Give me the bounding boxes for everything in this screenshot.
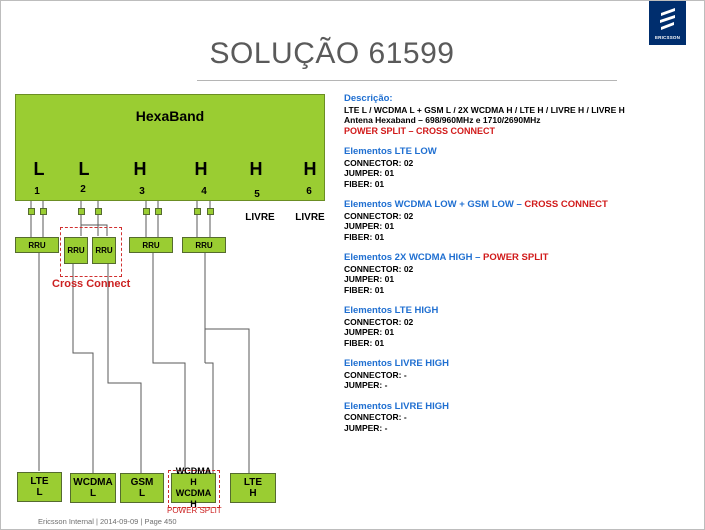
port-1-number: 1 bbox=[34, 186, 40, 197]
connector bbox=[78, 208, 85, 215]
box-line1: WCDMA bbox=[73, 477, 113, 488]
cross-connect-frame bbox=[60, 227, 122, 277]
ericsson-mark-icon bbox=[660, 8, 675, 30]
power-split-label: POWER SPLIT bbox=[167, 506, 222, 515]
rru-lte-high: RRU bbox=[182, 237, 226, 253]
section-line: CONNECTOR: 02 bbox=[344, 263, 414, 274]
port-6-number: 6 bbox=[306, 186, 312, 197]
port-5-number: 5 bbox=[254, 189, 260, 200]
port-2-number: 2 bbox=[80, 184, 86, 195]
rru-wcdma-low: RRU bbox=[64, 237, 88, 264]
port-3-letter: H bbox=[133, 159, 147, 179]
port-5-letter: H bbox=[249, 159, 263, 179]
footer: Ericsson Internal | 2014-09-09 | Page 45… bbox=[38, 517, 177, 526]
port-2-letter: L bbox=[78, 159, 90, 179]
section-line: JUMPER: 01 bbox=[344, 327, 395, 337]
antenna-label: HexaBand bbox=[135, 108, 205, 124]
description-line2: Antena Hexaband – 698/960MHz e 1710/2690… bbox=[344, 115, 541, 125]
section-line: CONNECTOR: - bbox=[344, 412, 407, 422]
connector bbox=[40, 208, 47, 215]
box-line1: GSM bbox=[130, 477, 154, 488]
description-panel: Descrição: LTE L / WCDMA L + GSM L / 2X … bbox=[344, 93, 699, 434]
section-wcdma-gsm-low: Elementos WCDMA LOW + GSM LOW – CROSS CO… bbox=[344, 199, 699, 242]
section-line: FIBER: 01 bbox=[344, 337, 385, 348]
section-title: Elementos LTE HIGH bbox=[344, 305, 439, 316]
box-line2: L bbox=[138, 488, 146, 499]
port-4-letter: H bbox=[194, 159, 208, 179]
description-heading: Descrição: bbox=[344, 93, 393, 104]
section-title: Elementos LIVRE HIGH bbox=[344, 400, 450, 412]
rru-wcdma-high: RRU bbox=[129, 237, 173, 253]
section-line: CONNECTOR: 02 bbox=[344, 157, 414, 168]
section-lte-low: Elementos LTE LOW CONNECTOR: 02 JUMPER: … bbox=[344, 146, 699, 189]
section-line: JUMPER: - bbox=[344, 380, 388, 390]
box-line2: H bbox=[249, 488, 257, 499]
box-line1: LTE bbox=[243, 477, 263, 488]
box-lte-low: LTE L bbox=[17, 472, 62, 502]
box-wcdma-low: WCDMA L bbox=[70, 473, 116, 503]
section-line: FIBER: 01 bbox=[344, 178, 385, 189]
connector bbox=[194, 208, 201, 215]
cross-connect-label: Cross Connect bbox=[52, 278, 131, 290]
section-title: Elementos LIVRE HIGH bbox=[344, 358, 450, 369]
box-line2: L bbox=[36, 487, 43, 498]
section-line: JUMPER: 01 bbox=[344, 221, 395, 231]
connector bbox=[28, 208, 35, 215]
livre-label-5: LIVRE bbox=[245, 212, 275, 223]
section-title: Elementos WCDMA LOW + GSM LOW – CROSS CO… bbox=[344, 199, 608, 210]
section-line: JUMPER: - bbox=[344, 422, 388, 433]
ericsson-logo: ERICSSON bbox=[649, 1, 686, 45]
connector bbox=[155, 208, 162, 215]
box-wcdma-high: WCDMA H WCDMA H bbox=[171, 466, 216, 509]
title-divider bbox=[197, 80, 617, 81]
section-line: CONNECTOR: 02 bbox=[344, 316, 414, 327]
box-line1: WCDMA H bbox=[175, 466, 212, 487]
section-livre-high-1: Elementos LIVRE HIGH CONNECTOR: - JUMPER… bbox=[344, 358, 699, 391]
box-line1: LTE bbox=[30, 476, 49, 487]
box-line2: L bbox=[89, 488, 97, 499]
description-line3: POWER SPLIT – CROSS CONNECT bbox=[344, 125, 496, 136]
section-line: CONNECTOR: - bbox=[344, 369, 407, 380]
section-line: JUMPER: 01 bbox=[344, 274, 395, 284]
connector bbox=[207, 208, 214, 215]
section-lte-high: Elementos LTE HIGH CONNECTOR: 02 JUMPER:… bbox=[344, 305, 699, 348]
rru-lte-low: RRU bbox=[15, 237, 59, 253]
logo-text: ERICSSON bbox=[654, 35, 681, 40]
port-3-number: 3 bbox=[139, 186, 145, 197]
section-line: JUMPER: 01 bbox=[344, 168, 395, 178]
page-title: SOLUÇÃO 61599 bbox=[209, 37, 455, 70]
box-gsm-low: GSM L bbox=[120, 473, 164, 503]
section-2x-wcdma-high: Elementos 2X WCDMA HIGH – POWER SPLIT CO… bbox=[344, 252, 699, 295]
description-line1: LTE L / WCDMA L + GSM L / 2X WCDMA H / L… bbox=[344, 104, 625, 115]
power-split-frame bbox=[168, 470, 220, 508]
section-line: FIBER: 01 bbox=[344, 284, 385, 295]
connector bbox=[95, 208, 102, 215]
section-line: FIBER: 01 bbox=[344, 231, 385, 242]
port-1-letter: L bbox=[33, 159, 45, 179]
section-title: Elementos 2X WCDMA HIGH – POWER SPLIT bbox=[344, 252, 549, 263]
box-lte-high: LTE H bbox=[230, 473, 276, 503]
port-6-letter: H bbox=[303, 159, 317, 179]
connector bbox=[143, 208, 150, 215]
rru-gsm-low: RRU bbox=[92, 237, 116, 264]
box-line2: WCDMA H bbox=[175, 488, 212, 509]
section-line: CONNECTOR: 02 bbox=[344, 210, 414, 221]
port-4-number: 4 bbox=[201, 186, 207, 197]
hexaband-antenna bbox=[15, 94, 325, 201]
livre-label-6: LIVRE bbox=[295, 212, 325, 223]
section-livre-high-2: Elementos LIVRE HIGH CONNECTOR: - JUMPER… bbox=[344, 400, 699, 434]
section-title: Elementos LTE LOW bbox=[344, 146, 437, 157]
